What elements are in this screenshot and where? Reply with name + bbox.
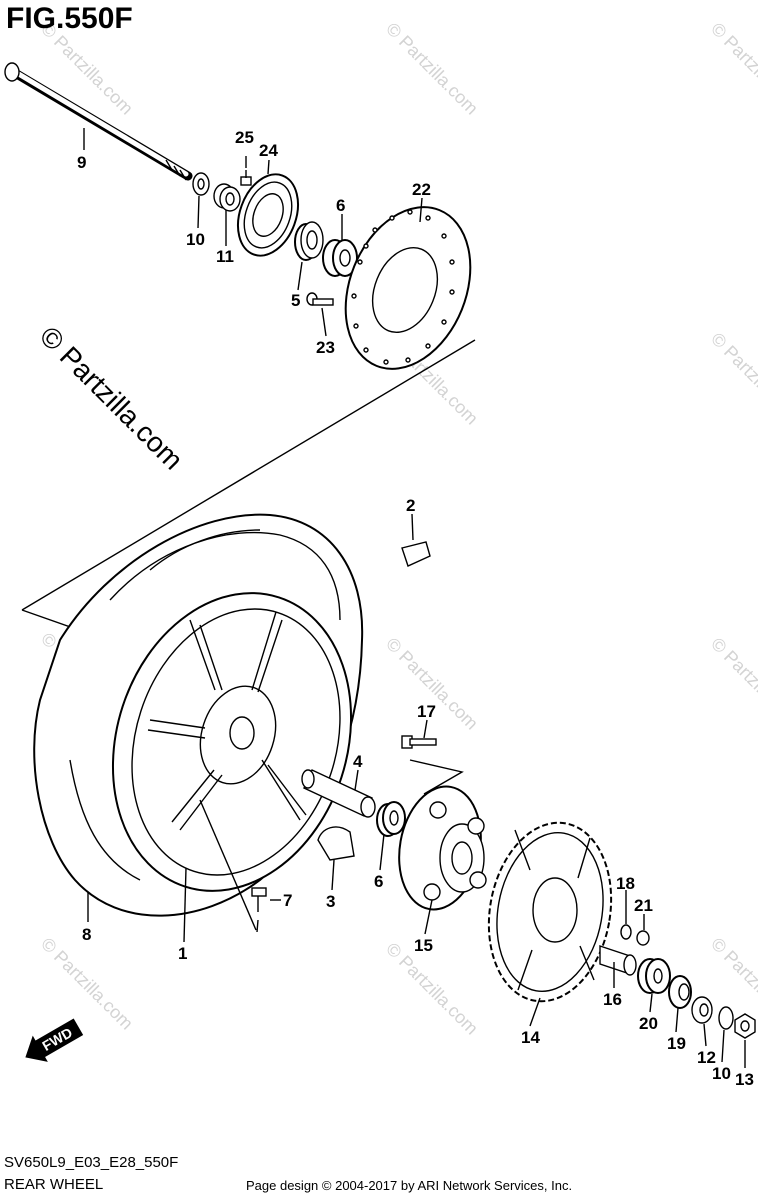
bearing xyxy=(376,801,406,837)
callout-19: 19 xyxy=(667,1034,686,1053)
callouts: 9 10 11 25 24 6 5 23 22 2 17 4 6 3 7 8 1… xyxy=(77,128,754,1089)
figure-name: REAR WHEEL xyxy=(4,1176,104,1193)
spacer xyxy=(213,183,241,212)
wheel xyxy=(111,592,353,892)
callout-21: 21 xyxy=(634,896,653,915)
callout-10: 10 xyxy=(186,230,205,249)
callout-2: 2 xyxy=(406,496,415,515)
callout-18: 18 xyxy=(616,874,635,893)
spacer xyxy=(691,996,713,1024)
hub-bolt xyxy=(401,735,437,749)
watermark: © Partzilla.com xyxy=(37,934,137,1034)
copyright: Page design © 2004-2017 by ARI Network S… xyxy=(246,1178,573,1193)
figure-code: SV650L9_E03_E28_550F xyxy=(4,1154,179,1171)
callout-6: 6 xyxy=(336,196,345,215)
callout-8: 8 xyxy=(82,925,91,944)
leader-lines xyxy=(83,128,746,1068)
watermark: © Partzilla.com xyxy=(707,329,758,429)
callout-7: 7 xyxy=(283,891,292,910)
figure-title: FIG.550F xyxy=(6,2,133,35)
sprocket-hub xyxy=(398,785,487,911)
watermark: © Partzilla.com xyxy=(707,634,758,734)
fwd-arrow-icon: FWD xyxy=(25,1018,84,1062)
collar xyxy=(301,769,376,818)
abs-sensor-ring xyxy=(237,173,299,257)
oil-seal xyxy=(294,221,324,261)
washer xyxy=(718,1006,734,1030)
callout-9: 9 xyxy=(77,153,86,172)
sprocket xyxy=(487,821,613,1003)
callout-6: 6 xyxy=(374,872,383,891)
callout-5: 5 xyxy=(291,291,300,310)
callout-24: 24 xyxy=(259,141,278,160)
callout-17: 17 xyxy=(417,702,436,721)
nut xyxy=(636,930,650,946)
callout-11: 11 xyxy=(216,247,234,266)
callout-1: 1 xyxy=(178,944,187,963)
bearing xyxy=(322,239,358,277)
callout-16: 16 xyxy=(603,990,622,1009)
callout-15: 15 xyxy=(414,936,433,955)
callout-10: 10 xyxy=(712,1064,731,1083)
callout-23: 23 xyxy=(316,338,335,357)
callout-3: 3 xyxy=(326,892,335,911)
washer xyxy=(620,924,632,940)
brake-disc xyxy=(344,206,472,370)
callout-22: 22 xyxy=(412,180,431,199)
oil-seal xyxy=(668,975,692,1009)
watermark: © Partzilla.com xyxy=(707,19,758,119)
bearing xyxy=(637,958,671,994)
clip xyxy=(401,541,431,567)
watermark: © Partzilla.com xyxy=(382,19,482,119)
callout-20: 20 xyxy=(639,1014,658,1033)
axle xyxy=(4,62,193,181)
callout-4: 4 xyxy=(353,752,363,771)
spacer xyxy=(599,945,637,976)
callout-12: 12 xyxy=(697,1048,716,1067)
damper xyxy=(317,826,355,861)
valve xyxy=(251,887,267,912)
disc-bolt xyxy=(306,292,334,306)
bolt xyxy=(240,170,252,186)
callout-14: 14 xyxy=(521,1028,540,1047)
watermark-large: © Partzilla.com xyxy=(34,320,189,475)
callout-25: 25 xyxy=(235,128,254,147)
axle-nut xyxy=(734,1013,756,1039)
callout-13: 13 xyxy=(735,1070,754,1089)
